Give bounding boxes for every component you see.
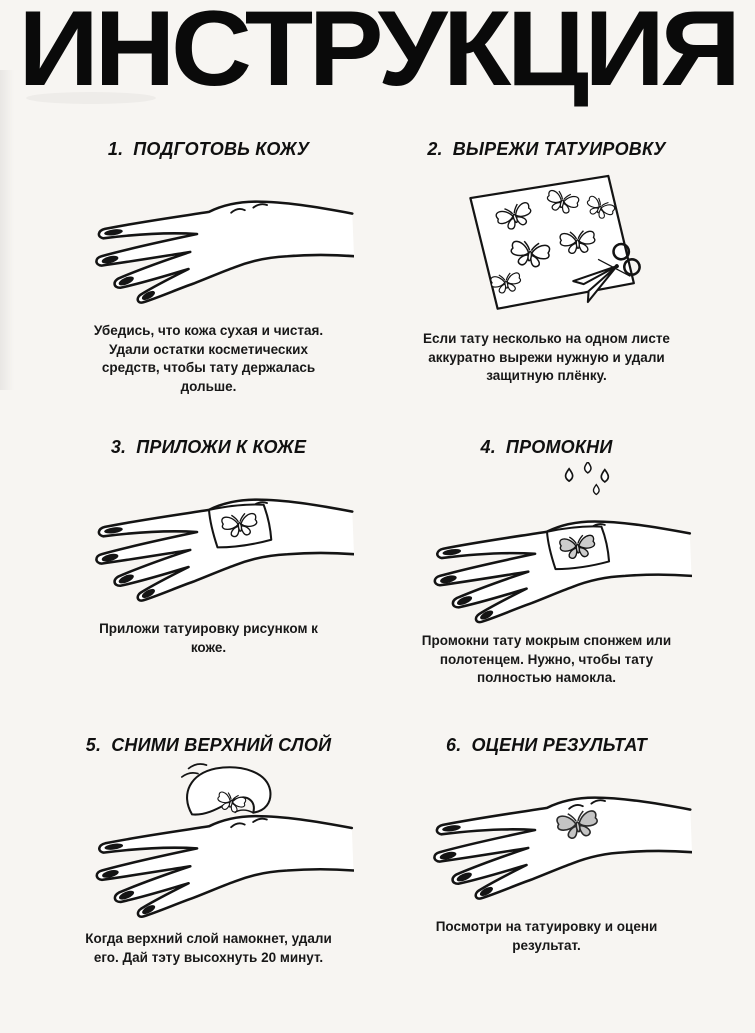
step-panel-4: 4. ПРОМОКНИ Промокни тату мокрым спонжем…	[392, 437, 702, 735]
step-panel-6: 6. ОЦЕНИ РЕЗУЛЬТАТ Посмотри на татуировк…	[392, 735, 702, 1033]
step-title: ВЫРЕЖИ ТАТУИРОВКУ	[452, 138, 666, 159]
step-number: 1.	[107, 138, 124, 159]
step-title: ПРОМОКНИ	[505, 436, 613, 457]
step-number: 4.	[480, 436, 496, 457]
motion-lines	[180, 763, 207, 778]
step-heading: 5. СНИМИ ВЕРХНИЙ СЛОЙ	[86, 735, 331, 756]
step-description: Если тату несколько на одном листе аккур…	[423, 330, 670, 384]
step-description: Убедись, что кожа сухая и чистая. Удали …	[93, 322, 324, 394]
step-title: ПРИЛОЖИ К КОЖЕ	[136, 436, 307, 457]
step-heading: 3. ПРИЛОЖИ К КОЖЕ	[111, 437, 306, 458]
hand-with-tattoo-illustration	[432, 796, 692, 900]
step-description: Промокни тату мокрым спонжем или полотен…	[421, 632, 672, 686]
steps-grid: 1. ПОДГОТОВЬ КОЖУ Убедись, что кожа суха…	[0, 139, 755, 1033]
step-title: ОЦЕНИ РЕЗУЛЬТАТ	[471, 734, 647, 755]
hand-with-drops-illustration	[433, 461, 692, 624]
step-heading: 6. ОЦЕНИ РЕЗУЛЬТАТ	[446, 735, 647, 756]
water-drop-icon	[564, 461, 609, 496]
scissors-icon	[571, 242, 641, 303]
step-heading: 2. ВЫРЕЖИ ТАТУИРОВКУ	[427, 139, 665, 160]
step-panel-3: 3. ПРИЛОЖИ К КОЖЕ Приложи татуировку рис…	[54, 437, 364, 735]
step-heading: 4. ПРОМОКНИ	[481, 437, 613, 458]
hand-peeling-illustration	[95, 763, 354, 918]
step-panel-2: 2. ВЫРЕЖИ ТАТУИРОВКУ Если тату нес	[392, 139, 702, 437]
step-description: Когда верхний слой намокнет, удали его. …	[85, 930, 332, 965]
page-title: ИНСТРУКЦИЯ	[18, 0, 741, 109]
step-panel-5: 5. СНИМИ ВЕРХНИЙ СЛОЙ Когда верхний слой…	[54, 735, 364, 1033]
hand-illustration	[94, 200, 354, 304]
step-description: Посмотри на татуировку и оцени результат…	[435, 918, 658, 953]
hand-with-paper-illustration	[94, 498, 354, 602]
step-heading: 1. ПОДГОТОВЬ КОЖУ	[108, 139, 309, 160]
step-number: 2.	[427, 138, 443, 159]
step-description: Приложи татуировку рисунком к коже.	[99, 620, 318, 655]
peeled-layer	[185, 766, 271, 816]
step-title: ПОДГОТОВЬ КОЖУ	[133, 138, 310, 159]
step-panel-1: 1. ПОДГОТОВЬ КОЖУ Убедись, что кожа суха…	[54, 139, 364, 437]
step-number: 6.	[446, 734, 462, 755]
step-title: СНИМИ ВЕРХНИЙ СЛОЙ	[111, 734, 332, 755]
step-number: 5.	[85, 734, 102, 755]
tattoo-sheet-illustration	[468, 174, 641, 310]
scan-smudge	[0, 70, 14, 390]
step-number: 3.	[110, 436, 127, 457]
